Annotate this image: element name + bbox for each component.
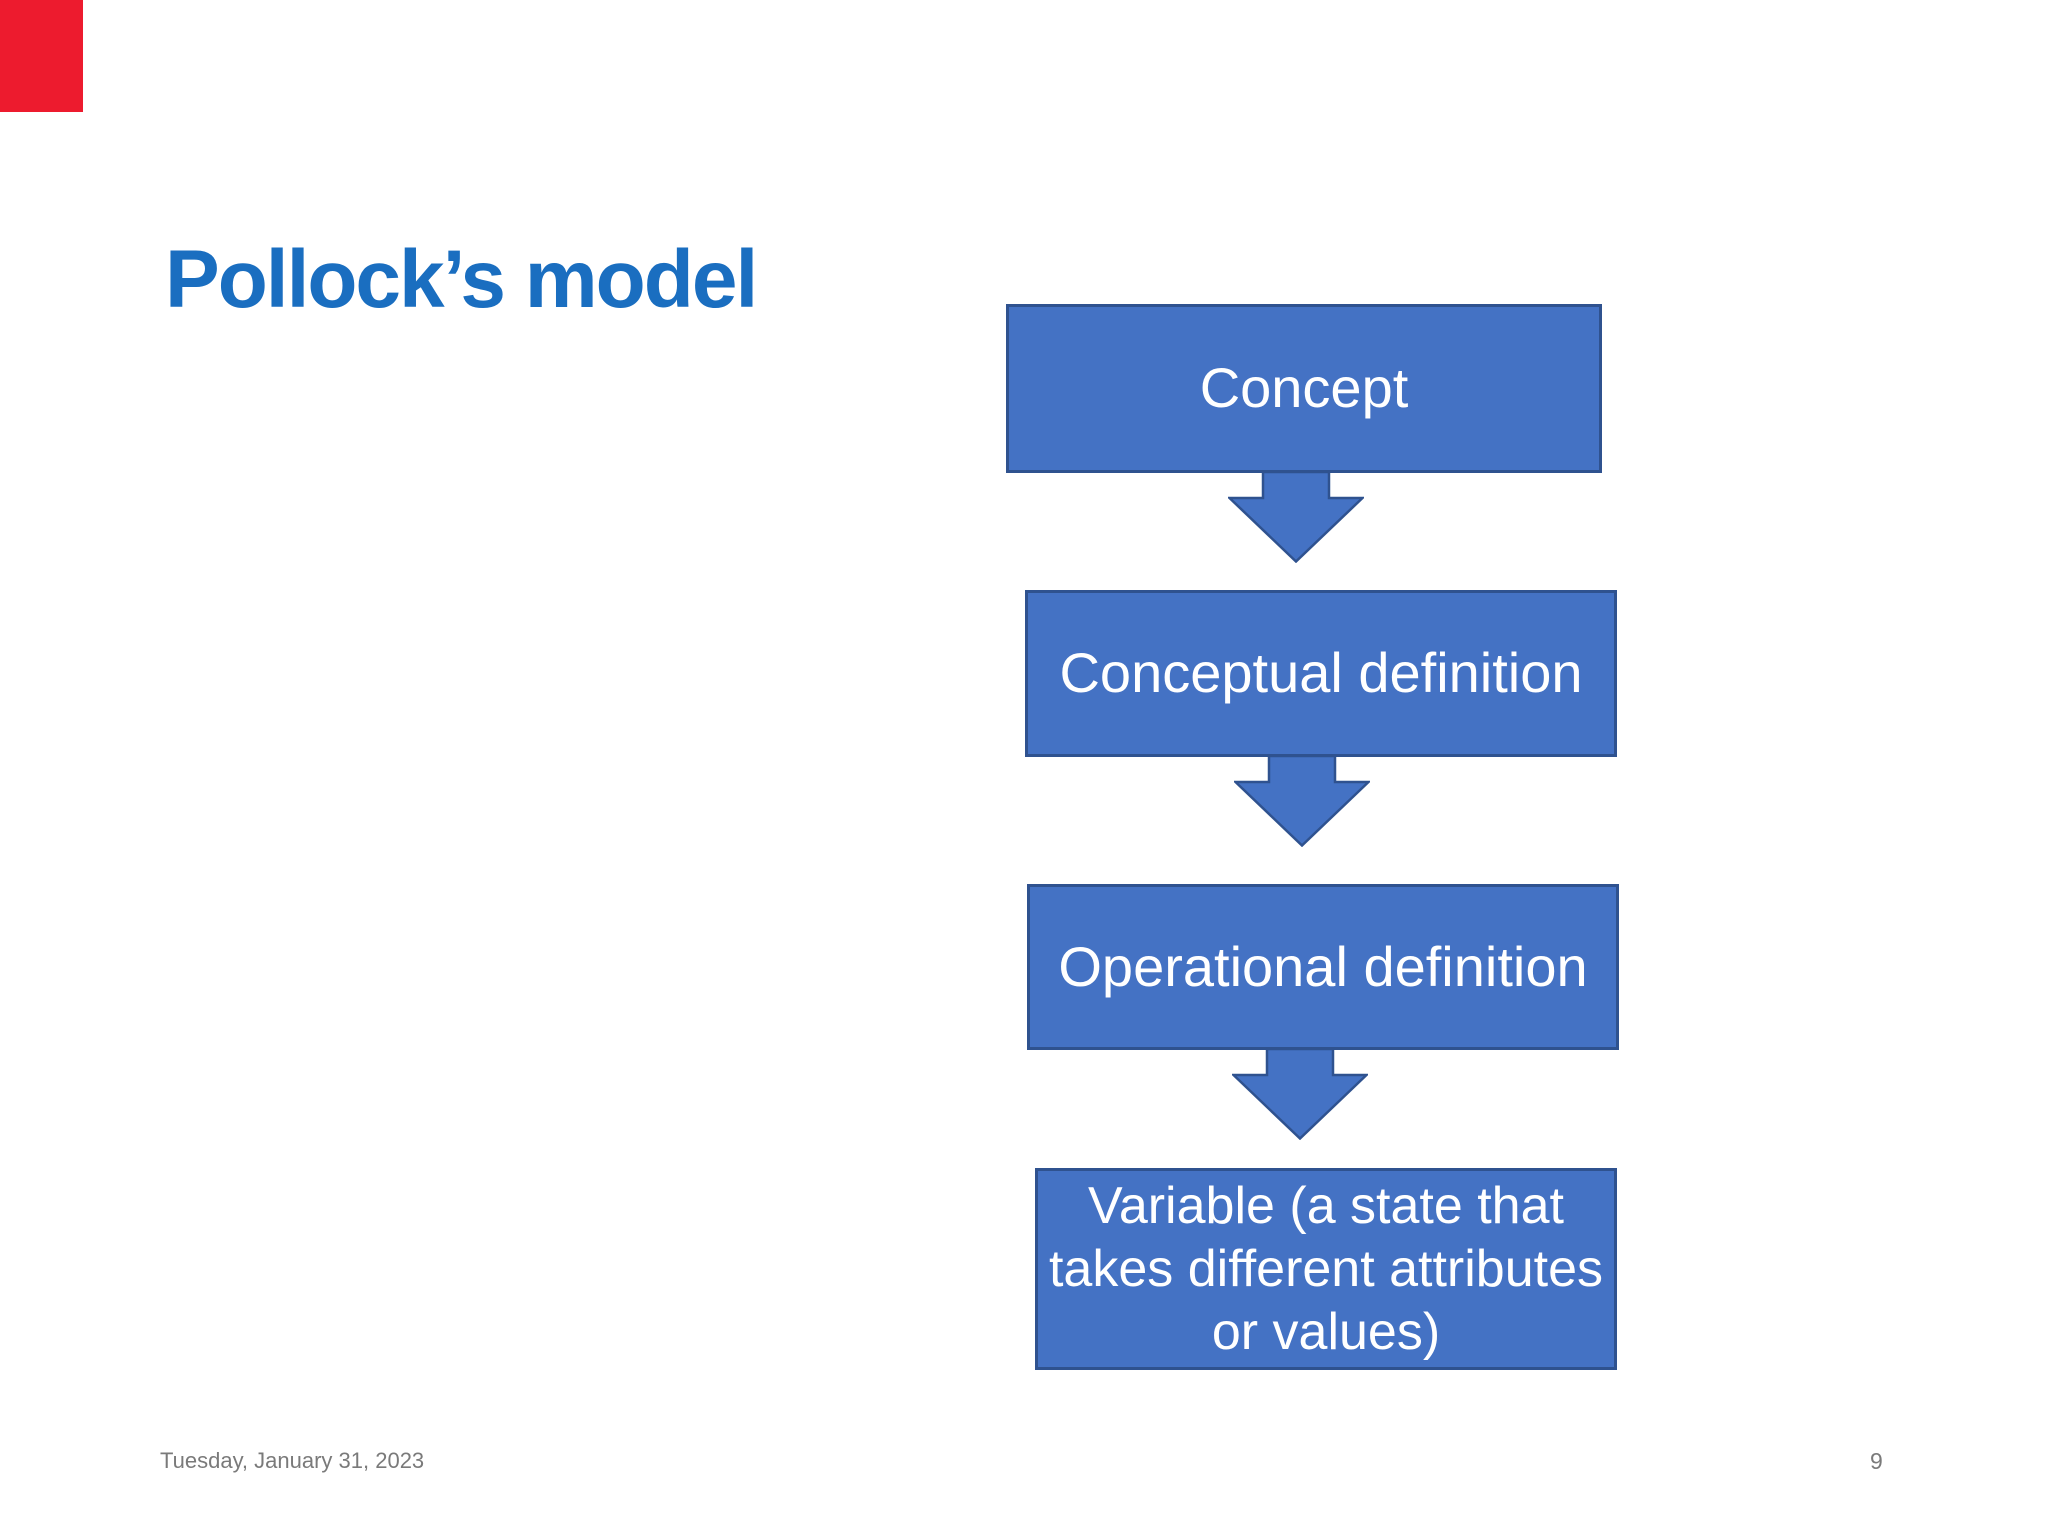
- page-number: 9: [1870, 1448, 1883, 1474]
- flow-box-label: Conceptual definition: [1059, 641, 1583, 705]
- flow-box-variable: Variable (a state that takes different a…: [1035, 1168, 1617, 1370]
- flow-box-label: Concept: [1199, 356, 1409, 420]
- down-arrow-icon: [1234, 756, 1370, 847]
- down-arrow-icon: [1232, 1049, 1368, 1140]
- flow-box-concept: Concept: [1006, 304, 1602, 473]
- red-accent-bar: [0, 0, 83, 112]
- flow-box-conceptual-definition: Conceptual definition: [1025, 590, 1617, 757]
- flow-box-operational-definition: Operational definition: [1027, 884, 1619, 1050]
- flow-box-label: Operational definition: [1058, 934, 1588, 998]
- flow-box-label: Variable (a state that takes different a…: [1048, 1176, 1604, 1361]
- down-arrow-icon: [1228, 472, 1364, 563]
- page-title: Pollock’s model: [165, 233, 758, 325]
- footer-date: Tuesday, January 31, 2023: [160, 1448, 425, 1473]
